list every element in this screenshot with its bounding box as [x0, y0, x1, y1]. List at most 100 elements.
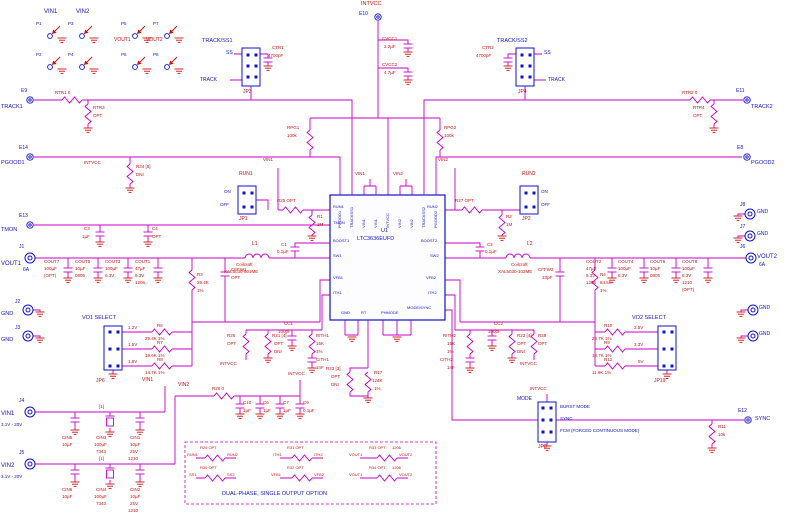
cap-cc1-val: 100pF — [278, 329, 291, 334]
jumper-trackss2-ss: SS — [544, 50, 551, 56]
jumper-trackss2-track: TRACK — [548, 77, 565, 83]
res-r22-dni: DNI — [517, 349, 525, 354]
res-r29: R29 OPT — [200, 445, 217, 450]
conn-j6-net: VOUT2 — [757, 254, 778, 260]
note-1a: [1] — [99, 404, 105, 409]
cap-c10-ref: C10 — [243, 400, 252, 405]
cap-cin4-pkg: 7343 — [96, 501, 107, 506]
cap-cout2-pkg: 1206 — [586, 280, 597, 285]
cap-cin4-val: 100µF — [94, 494, 107, 499]
cap-cout1-pkg: 1206 — [135, 280, 146, 285]
res-r9-ref: R9 — [604, 340, 610, 345]
ic-pin-pgood2: PGOOD2 — [433, 210, 438, 228]
cap-c6-val: 1µF — [263, 408, 271, 413]
net-vout2-opt1: VOUT2 — [399, 452, 413, 457]
res-r33: R33 OPT — [369, 445, 386, 450]
res-r34: R34 OPT — [369, 465, 386, 470]
ind-l2-ref: L2 — [527, 241, 533, 247]
cap-cffw2-val: 33pF — [542, 275, 553, 280]
net-ss2-opt: SS2 — [227, 472, 235, 477]
res-rpg1-val: 100k — [287, 133, 297, 138]
res-r4-val: 84.5K — [600, 280, 612, 285]
cap-c7-ref: C7 — [283, 400, 289, 405]
ic-pin-intvcc: INTVCC — [385, 213, 390, 228]
ic-pin-vin1b: VIN1 — [373, 219, 378, 228]
res-rpg2-ref: RPG2 — [444, 125, 457, 130]
net-ith2-opt: ITH2 — [314, 452, 323, 457]
jumper-pins — [108, 53, 674, 434]
mode-opt-burst: BURST MODE — [560, 404, 590, 409]
cap-cin6-val: 10µF — [62, 494, 73, 499]
net-sync: SYNC — [755, 416, 771, 422]
res-r7-ref: R7 — [157, 340, 163, 345]
ic-ref: U1 — [381, 228, 389, 234]
vo1-opt-15: 1.5V — [128, 342, 138, 347]
ic-pin-ith1: ITH1 — [333, 290, 342, 295]
cap-cin3-val: 100µF — [94, 442, 107, 447]
probe-p4: P4 — [68, 52, 74, 57]
jumper-jp1-on: ON — [224, 189, 231, 194]
res-r24-val: DNI — [136, 172, 144, 177]
wires-ith2 — [445, 294, 535, 368]
res-r12-ref: R12 — [604, 357, 613, 362]
conn-j4-range: 3.1V - 20V — [1, 422, 23, 427]
probe-net-vout1: VOUT1 — [114, 37, 131, 43]
probe-p1: P1 — [36, 21, 42, 26]
jumper-jp1 — [237, 185, 257, 215]
jumper-jp19-ref: JP19 — [654, 378, 666, 384]
cap-cith1-val: 1nF — [316, 365, 324, 370]
net-vin2-run: VIN2 — [438, 157, 449, 162]
res-rith2-tol: 1% — [447, 349, 454, 354]
ic-pin-sw1: SW1 — [333, 253, 342, 258]
cap-cout6-ref: COUT6 — [650, 259, 666, 264]
conn-j3-net: GND — [1, 337, 14, 343]
conn-j3-ref: J3 — [15, 325, 21, 331]
mode-opt-sync: SYNC — [560, 416, 573, 421]
ind-l2-mfr: Coilcraft — [511, 262, 528, 267]
res-rith2-ref: RITH2 — [443, 333, 457, 338]
res-r32: R32 OPT — [287, 465, 304, 470]
res-r22-val: OPT — [517, 341, 527, 346]
res-rpg1-ref: RPG1 — [287, 125, 300, 130]
res-r27: R27 OPT — [455, 198, 474, 203]
cap-cc1-ref: CC1 — [284, 321, 294, 326]
note-1b: [1] — [99, 456, 105, 461]
res-rtr4-val: OPT — [693, 113, 703, 118]
net-vin2-ic: VIN2 — [393, 171, 404, 176]
cap-cout8-pkg: 1210 — [682, 280, 693, 285]
res-r21-val: OPT — [274, 341, 284, 346]
res-r26-ref: R26 — [227, 333, 236, 338]
cap-cin3-ref: CIN3 — [96, 435, 107, 440]
cap-cin1-ref: CIN1 — [130, 435, 141, 440]
dual-phase-caption: DUAL-PHASE, SINGLE OUTPUT OPTION — [222, 491, 328, 497]
conn-j4-net: VIN1 — [1, 411, 15, 417]
res-r21-dni: DNI — [274, 349, 282, 354]
conn-j5-net: VIN2 — [1, 463, 15, 469]
res-r6-ref: R6 — [157, 323, 163, 328]
res-r8-val: 14.7K 1% — [145, 370, 165, 375]
testpoint-e13: E13 — [19, 213, 28, 219]
wires-vo2 — [594, 322, 668, 374]
cap-cin2-pkg: 1210 — [128, 508, 139, 513]
res-r1-val: 1M — [317, 222, 324, 227]
cap-cout6-pkg: 0805 — [650, 273, 661, 278]
res-r2-ref: R2 — [506, 214, 512, 219]
ic-pin-boost1: BOOST1 — [333, 238, 350, 243]
res-r7-val: 19.6K 1% — [145, 353, 165, 358]
wires-run — [256, 168, 520, 236]
ic-pin-vin2a: VIN2 — [397, 219, 402, 228]
jumper-jp8 — [537, 401, 557, 443]
ic-pin-rt: RT — [361, 310, 367, 315]
ic-pin-trackss2: TRACKSS2 — [421, 206, 426, 228]
conn-j6-rating: 6A — [759, 262, 766, 268]
res-r26-val: OPT — [227, 341, 237, 346]
cap-cin5-val: 10µF — [62, 442, 73, 447]
cap-cin4-ref: CIN4 — [96, 487, 107, 492]
res-r28-val: OPT — [538, 341, 548, 346]
res-r23-ref: R23 [3] — [326, 366, 341, 371]
wires-ith1 — [245, 294, 330, 368]
vo2-opt-25: 2.5V — [634, 325, 644, 330]
res-rtr4-ref: RTR4 — [693, 105, 705, 110]
